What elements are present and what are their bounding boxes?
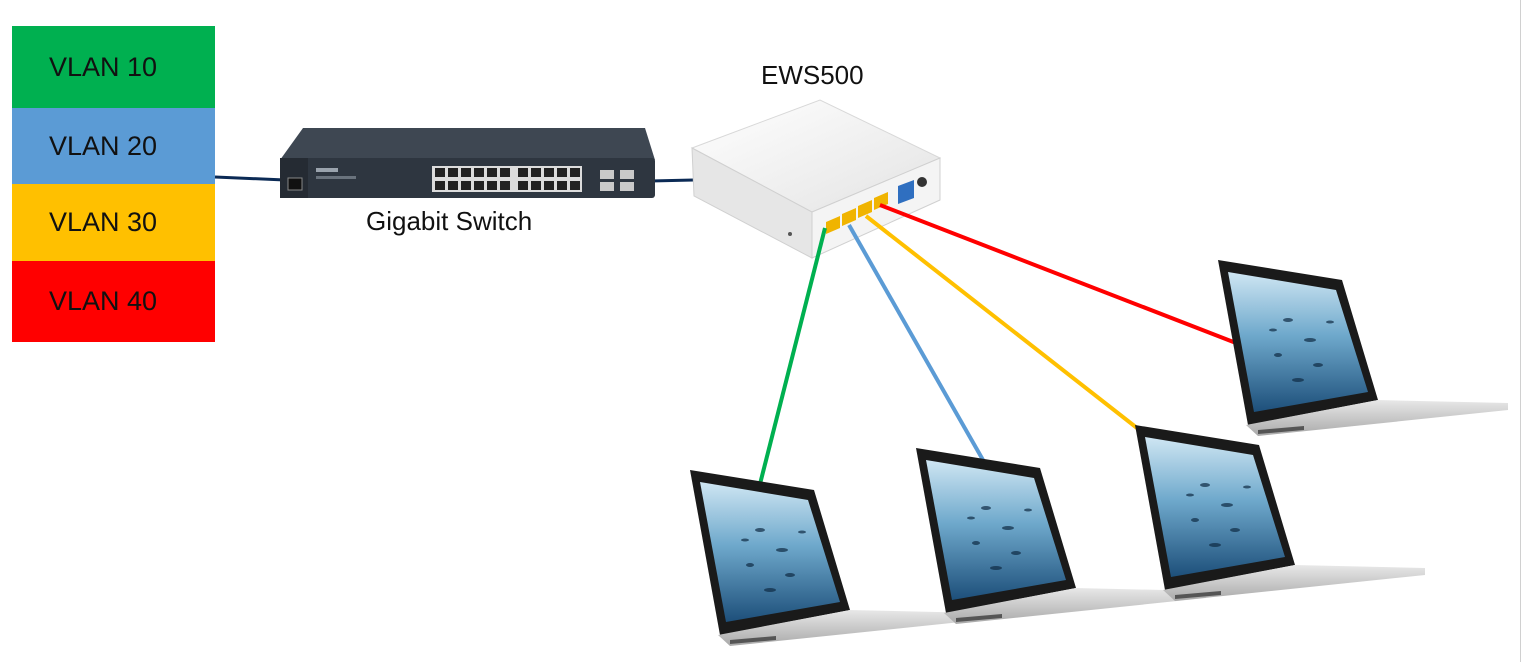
vlan-40-label: VLAN 40 (49, 286, 158, 316)
gigabit-switch (280, 128, 655, 198)
ews500-label: EWS500 (761, 60, 864, 90)
vlan-20-cable (847, 224, 985, 461)
uplink-cable (214, 175, 286, 182)
vlan-30-cable (864, 214, 1139, 430)
vlan-10-cable (758, 227, 827, 485)
vlan-30-box: VLAN 30 (12, 184, 215, 261)
laptop-vlan-40 (1218, 260, 1508, 436)
vlan-40-box: VLAN 40 (12, 261, 215, 342)
laptop-vlan-30 (1135, 425, 1425, 601)
vlan-20-label: VLAN 20 (49, 130, 158, 161)
vlan-10-label: VLAN 10 (49, 51, 158, 82)
trunk-cable (649, 178, 695, 183)
ews500-device (690, 99, 942, 259)
vlan-10-box: VLAN 10 (12, 26, 215, 108)
vlan-20-box: VLAN 20 (12, 108, 215, 184)
switch-label: Gigabit Switch (366, 206, 533, 236)
vlan-legend: VLAN 10 VLAN 20 VLAN 30 VLAN 40 (12, 26, 215, 342)
vlan-40-cable (879, 203, 1237, 345)
vlan-30-label: VLAN 30 (49, 207, 158, 237)
frame-edge (1520, 0, 1521, 662)
